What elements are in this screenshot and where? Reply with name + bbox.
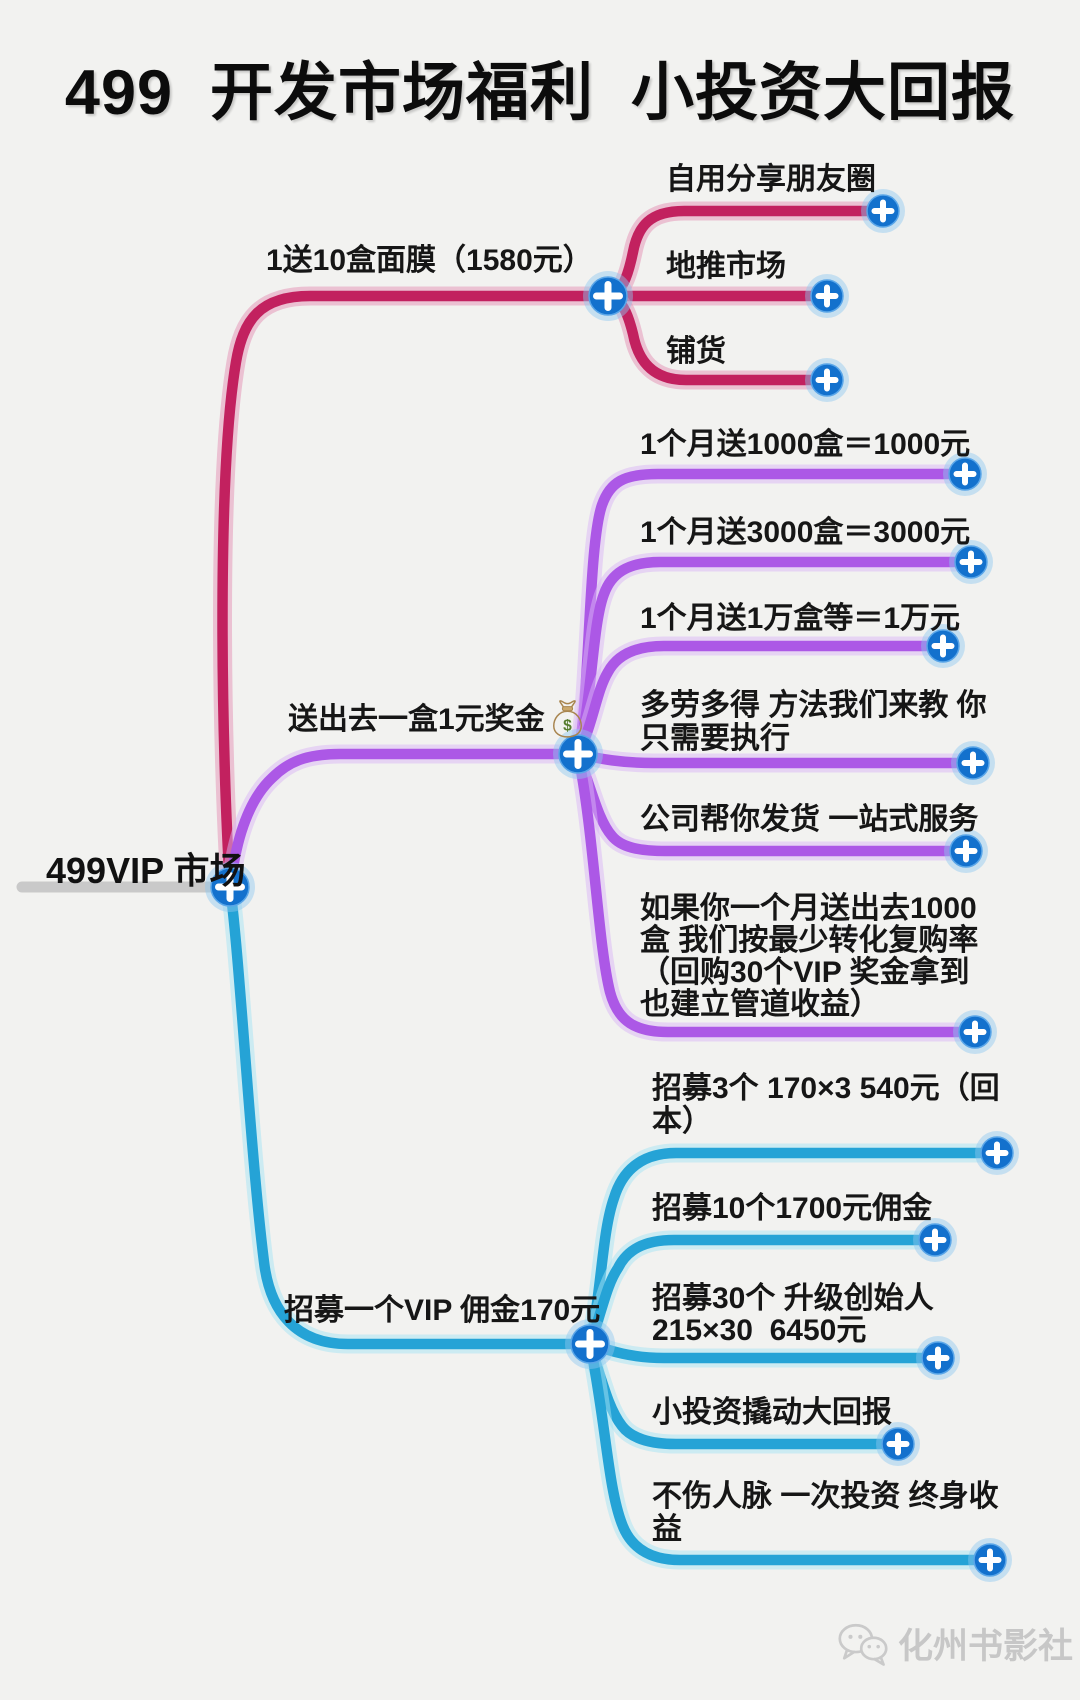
plus-icon	[871, 199, 895, 223]
branch-connector-line	[220, 877, 600, 1354]
expand-plus-button[interactable]	[553, 729, 603, 779]
expand-plus-button[interactable]	[913, 1218, 957, 1262]
plus-icon	[215, 872, 245, 902]
expand-plus-button[interactable]	[968, 1538, 1012, 1582]
wechat-icon	[838, 1623, 888, 1666]
branch-bonus-text: 送出去一盒1元奖金	[288, 702, 545, 736]
plus-icon	[959, 550, 983, 574]
child-recruit-30-label[interactable]: 招募30个 升级创始人 215×30 6450元	[652, 1282, 934, 1347]
expand-plus-button[interactable]	[975, 1131, 1019, 1175]
watermark: 化州书影社	[836, 1618, 1073, 1669]
child-10000-boxes-label[interactable]: 1个月送1万盒等＝1万元	[640, 602, 961, 635]
child-company-ship-label[interactable]: 公司帮你发货 一站式服务	[640, 803, 979, 836]
expand-plus-button[interactable]	[944, 829, 988, 873]
child-repurchase-rate-label[interactable]: 如果你一个月送出去1000 盒 我们按最少转化复购率 （回购30个VIP 奖金拿…	[640, 892, 979, 1021]
plus-icon	[954, 839, 978, 863]
plus-icon	[926, 1346, 950, 1370]
plus-icon	[923, 1228, 947, 1252]
branch-mask-gift-label[interactable]: 1送10盒面膜（1580元）	[266, 244, 593, 277]
expand-plus-button[interactable]	[943, 452, 987, 496]
branch-connector-line	[584, 1234, 938, 1350]
plus-icon	[563, 739, 593, 769]
expand-plus-button[interactable]	[805, 274, 849, 318]
svg-text:$: $	[563, 717, 572, 734]
child-1000-boxes-label[interactable]: 1个月送1000盒＝1000元	[640, 428, 971, 461]
expand-plus-button[interactable]	[876, 1422, 920, 1466]
plus-icon	[978, 1548, 1002, 1572]
root-node-label[interactable]: 499VIP 市场	[46, 850, 246, 891]
expand-plus-button[interactable]	[951, 741, 995, 785]
page-title: 499 开发市场福利 小投资大回报	[64, 58, 1016, 128]
branch-recruit-label[interactable]: 招募一个VIP 佣金170元	[284, 1294, 601, 1327]
expand-plus-button[interactable]	[583, 271, 633, 321]
money-bag-icon: $	[552, 700, 582, 738]
branch-connector-line	[224, 748, 584, 893]
plus-icon	[985, 1141, 1009, 1165]
branch-connector-line	[213, 286, 618, 897]
plus-icon	[815, 284, 839, 308]
plus-icon	[815, 368, 839, 392]
child-recruit-10-label[interactable]: 招募10个1700元佣金	[652, 1192, 933, 1225]
branch-connectors	[213, 201, 1004, 1570]
child-recruit-3-label[interactable]: 招募3个 170×3 540元（回 本）	[652, 1072, 1000, 1138]
plus-icon	[886, 1432, 910, 1456]
child-more-work-label[interactable]: 多劳多得 方法我们来教 你 只需要执行	[640, 689, 987, 755]
expand-plus-button[interactable]	[565, 1319, 615, 1369]
child-lifetime-income-label[interactable]: 不伤人脉 一次投资 终身收 益	[652, 1480, 999, 1546]
plus-icon	[931, 634, 955, 658]
child-3000-boxes-label[interactable]: 1个月送3000盒＝3000元	[640, 516, 971, 549]
child-share-moments-label[interactable]: 自用分享朋友圈	[666, 163, 876, 196]
expand-plus-button[interactable]	[916, 1336, 960, 1380]
branch-bonus-label[interactable]: 送出去一盒1元奖金 $	[288, 700, 584, 738]
branch-connector-line	[217, 290, 614, 893]
branch-connector-line	[224, 881, 596, 1350]
plus-icon	[575, 1329, 605, 1359]
plus-icon	[963, 1020, 987, 1044]
plus-node-layer	[205, 189, 1019, 1582]
child-small-invest-label[interactable]: 小投资撬动大回报	[652, 1396, 892, 1429]
expand-plus-button[interactable]	[205, 862, 255, 912]
plus-icon	[953, 462, 977, 486]
child-ground-promotion-label[interactable]: 地推市场	[666, 250, 786, 283]
expand-plus-button[interactable]	[861, 189, 905, 233]
child-stocking-label[interactable]: 铺货	[666, 335, 726, 368]
expand-plus-button[interactable]	[949, 540, 993, 584]
branch-connector-line	[584, 1338, 993, 1566]
branch-connector-line	[572, 640, 949, 760]
branch-connector-line	[572, 748, 981, 1038]
expand-plus-button[interactable]	[953, 1010, 997, 1054]
plus-icon	[961, 751, 985, 775]
plus-icon	[593, 281, 623, 311]
expand-plus-button[interactable]	[805, 358, 849, 402]
watermark-text: 化州书影社	[898, 1627, 1074, 1666]
expand-plus-button[interactable]	[921, 624, 965, 668]
